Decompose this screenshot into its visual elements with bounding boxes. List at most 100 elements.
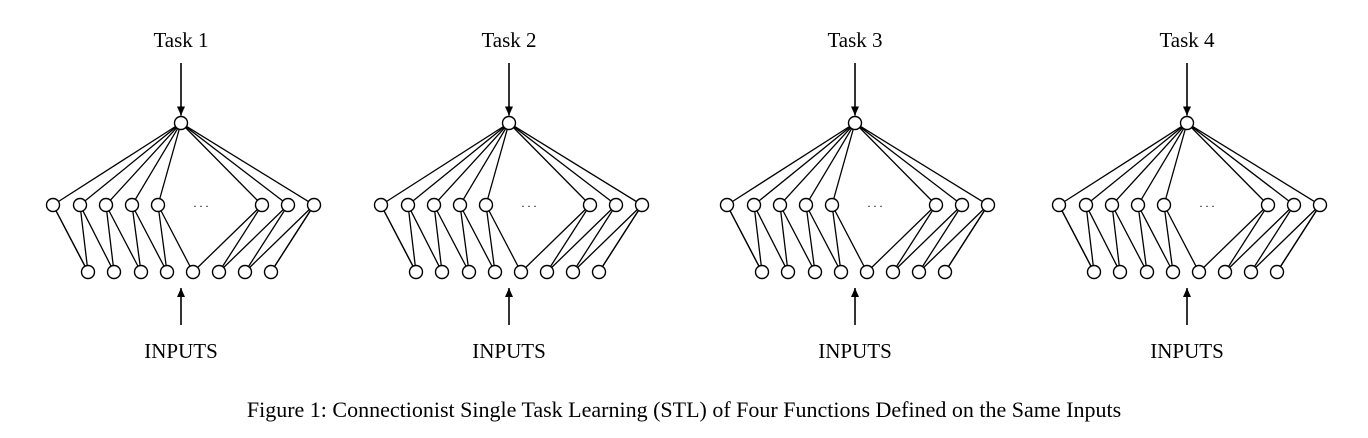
output-hidden-edge — [833, 129, 854, 199]
hidden-input-edge — [729, 210, 760, 267]
input-unit — [513, 264, 529, 280]
output-hidden-edge — [159, 129, 180, 199]
output-hidden-edge — [1191, 127, 1264, 201]
input-unit — [434, 264, 450, 280]
input-unit — [780, 264, 796, 280]
hidden-input-edge — [221, 210, 260, 267]
input-unit — [833, 264, 849, 280]
hidden-unit — [1312, 197, 1328, 213]
hidden-input-edge — [1203, 209, 1264, 268]
hidden-input-edge — [1138, 211, 1147, 266]
input-unit — [159, 264, 175, 280]
hidden-unit — [1286, 197, 1302, 213]
hidden-ellipsis: . . . — [194, 196, 209, 210]
hidden-input-edge — [780, 211, 788, 266]
hidden-input-edge — [108, 210, 139, 267]
hidden-input-edge — [410, 210, 440, 267]
hidden-unit — [746, 197, 762, 213]
hidden-unit — [824, 197, 840, 213]
hidden-input-edge — [577, 209, 638, 268]
hidden-unit — [150, 197, 166, 213]
input-unit — [1165, 264, 1181, 280]
hidden-input-edge — [436, 210, 467, 267]
output-hidden-edge — [186, 125, 309, 203]
output-hidden-edge — [859, 126, 958, 202]
output-hidden-edge — [1191, 126, 1290, 202]
hidden-unit — [1078, 197, 1094, 213]
network-2: Task 2. . .INPUTS — [373, 28, 650, 363]
hidden-unit — [400, 197, 416, 213]
input-unit — [807, 264, 823, 280]
hidden-input-edge — [383, 210, 414, 267]
hidden-unit — [45, 197, 61, 213]
output-hidden-edge — [84, 126, 177, 202]
hidden-input-edge — [575, 210, 614, 267]
hidden-input-edge — [1164, 211, 1173, 266]
hidden-input-edge — [782, 210, 813, 267]
hidden-unit — [980, 197, 996, 213]
output-hidden-edge — [808, 128, 853, 200]
figure-caption: Figure 1: Connectionist Single Task Lear… — [246, 397, 1122, 422]
input-unit — [859, 264, 875, 280]
hidden-unit — [719, 197, 735, 213]
input-unit — [591, 264, 607, 280]
output-hidden-edge — [58, 125, 176, 203]
output-hidden-edge — [185, 127, 258, 201]
hidden-input-edge — [408, 211, 416, 266]
input-unit — [487, 264, 503, 280]
output-hidden-edge — [514, 125, 637, 203]
input-unit — [1243, 264, 1259, 280]
hidden-input-edge — [134, 210, 165, 267]
hidden-unit — [254, 197, 270, 213]
output-hidden-edge — [758, 126, 851, 202]
input-unit — [539, 264, 555, 280]
input-unit — [80, 264, 96, 280]
hidden-input-edge — [832, 211, 841, 266]
hidden-input-edge — [106, 211, 114, 266]
hidden-unit — [306, 197, 322, 213]
task-label: Task 4 — [1159, 28, 1215, 52]
network-3: Task 3. . .INPUTS — [719, 28, 996, 363]
output-hidden-edge — [1090, 126, 1183, 202]
hidden-unit — [1260, 197, 1276, 213]
input-unit — [461, 264, 477, 280]
hidden-unit — [954, 197, 970, 213]
output-unit — [173, 115, 189, 131]
hidden-input-edge — [434, 211, 442, 266]
input-unit — [1112, 264, 1128, 280]
hidden-input-edge — [754, 211, 762, 266]
output-unit — [847, 115, 863, 131]
output-hidden-edge — [1064, 125, 1182, 203]
input-unit — [565, 264, 581, 280]
hidden-input-edge — [132, 211, 141, 266]
hidden-input-edge — [895, 210, 934, 267]
output-hidden-edge — [732, 125, 850, 203]
hidden-ellipsis: . . . — [868, 196, 883, 210]
hidden-input-edge — [80, 211, 88, 266]
output-hidden-edge — [134, 128, 179, 200]
hidden-input-edge — [551, 209, 612, 268]
hidden-input-edge — [921, 210, 960, 267]
hidden-input-edge — [549, 210, 588, 267]
task-label: Task 2 — [481, 28, 536, 52]
input-unit — [937, 264, 953, 280]
input-unit — [408, 264, 424, 280]
hidden-input-edge — [808, 210, 839, 267]
input-unit — [1217, 264, 1233, 280]
hidden-ellipsis: . . . — [1200, 196, 1215, 210]
input-unit — [263, 264, 279, 280]
inputs-label: INPUTS — [144, 339, 218, 363]
hidden-unit — [1104, 197, 1120, 213]
output-hidden-edge — [860, 125, 983, 203]
hidden-input-edge — [806, 211, 815, 266]
hidden-unit — [772, 197, 788, 213]
hidden-unit — [798, 197, 814, 213]
network-4: Task 4. . .INPUTS — [1051, 28, 1328, 363]
task-label: Task 1 — [153, 28, 208, 52]
output-hidden-edge — [513, 126, 612, 202]
hidden-input-edge — [923, 209, 984, 268]
hidden-unit — [1051, 197, 1067, 213]
hidden-unit — [280, 197, 296, 213]
output-unit — [501, 115, 517, 131]
output-hidden-edge — [386, 125, 504, 203]
